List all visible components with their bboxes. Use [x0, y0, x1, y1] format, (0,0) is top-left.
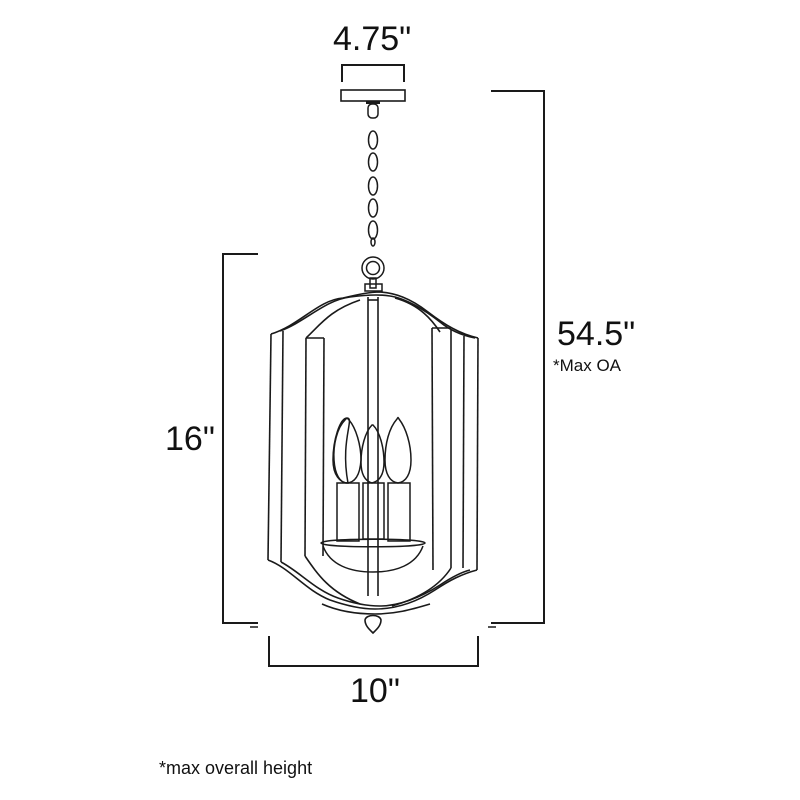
footnote: *max overall height: [159, 758, 313, 778]
candle-cluster: [320, 416, 426, 573]
fixture-height-bracket: [222, 253, 258, 624]
fixture-height-label: 16": [165, 420, 215, 458]
fixture-width-bracket: [268, 636, 479, 667]
chain: [361, 103, 385, 292]
overall-height-bracket: [491, 90, 545, 624]
overall-height-note: *Max OA: [553, 356, 622, 375]
finial: [364, 614, 382, 635]
canopy-width-bracket: [341, 64, 405, 82]
fixture-width-label: 10": [350, 672, 400, 710]
canopy-plate: [340, 89, 406, 102]
lantern-frame: [267, 291, 479, 635]
overall-height-label: 54.5": [557, 315, 636, 353]
canopy-width-label: 4.75": [333, 20, 412, 58]
